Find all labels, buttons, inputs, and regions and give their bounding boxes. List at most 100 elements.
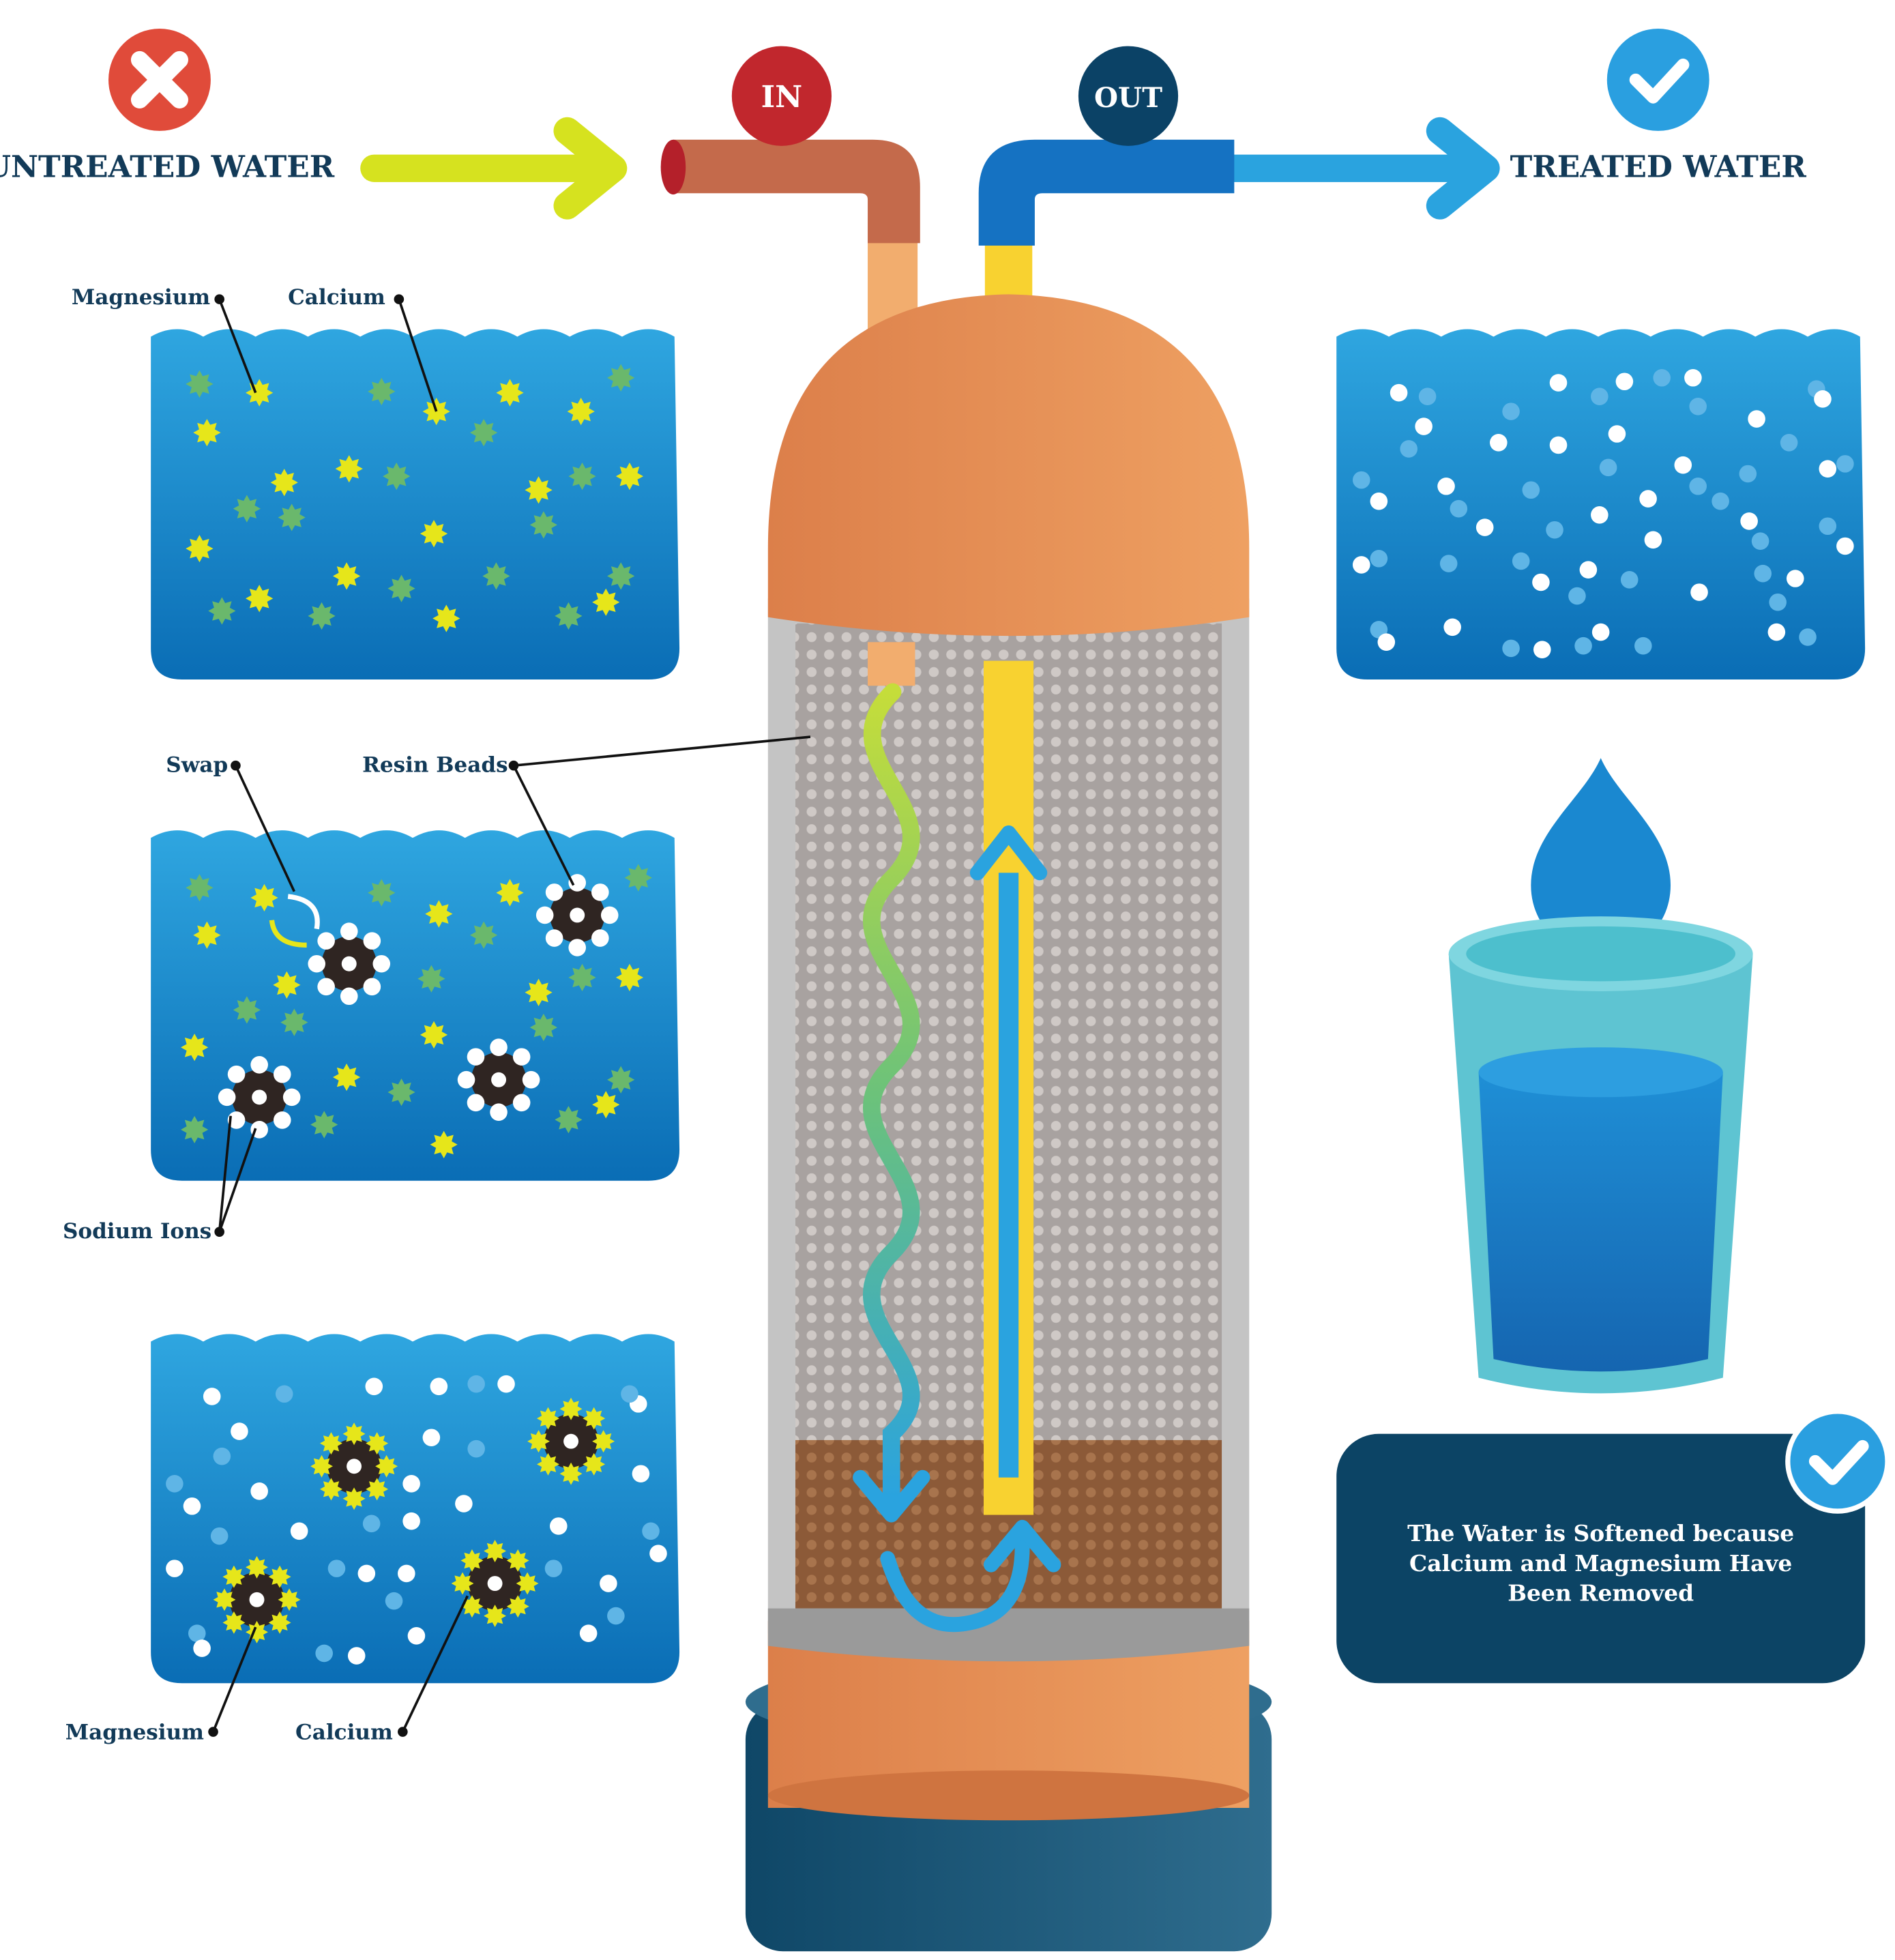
calcium-ion — [186, 535, 214, 563]
sodium-ion — [591, 883, 609, 901]
clean-particle — [1740, 512, 1758, 530]
clean-particle — [1814, 390, 1832, 408]
calcium-ion — [525, 978, 553, 1006]
calcium-ion — [425, 900, 453, 928]
dissolved-particle — [1568, 587, 1586, 605]
sodium-ion — [365, 1377, 383, 1396]
clean-particle — [1415, 418, 1433, 435]
dissolved-particle — [642, 1522, 660, 1540]
calcium-ion — [422, 398, 450, 426]
dissolved-particle — [1352, 471, 1370, 489]
captured-ion — [366, 1432, 389, 1455]
calcium-ion — [615, 463, 644, 491]
sodium-ion — [568, 874, 586, 892]
calcium-ion — [567, 398, 595, 426]
dissolved-particle — [188, 1624, 206, 1642]
dissolved-particle — [1574, 637, 1592, 655]
calcium-ion — [270, 469, 298, 497]
out-label: OUT — [1094, 82, 1162, 114]
dissolved-particle — [1819, 517, 1837, 536]
captured-ion — [375, 1454, 398, 1478]
clean-particle — [1377, 633, 1396, 652]
sodium-ion — [218, 1088, 236, 1107]
magnesium-label: Magnesium — [72, 285, 210, 310]
clean-particle — [1549, 436, 1568, 454]
dissolved-particle — [607, 1607, 625, 1625]
resin-bead-core — [341, 956, 357, 971]
out-badge — [1078, 46, 1179, 146]
in-label: IN — [761, 80, 803, 115]
calcium-ion — [432, 604, 460, 632]
magnesium-ion — [308, 602, 336, 630]
sodium-ions-label: Sodium Ions — [63, 1219, 211, 1244]
dissolved-particle — [1689, 477, 1707, 495]
magnesium-ion — [368, 879, 396, 907]
captured-ion — [213, 1588, 236, 1611]
captured-ion — [506, 1549, 529, 1572]
captured-ion — [516, 1572, 539, 1595]
sodium-ion — [402, 1475, 420, 1493]
magnesium-ion — [181, 1115, 209, 1143]
dissolved-particle — [1754, 564, 1772, 583]
magnesium-ion — [233, 996, 261, 1024]
calcium-ion — [592, 1091, 620, 1119]
captured-ion — [246, 1555, 268, 1579]
calcium-ion — [592, 588, 620, 616]
clean-particle — [1549, 374, 1568, 392]
calcium-label-bottom: Calcium — [295, 1721, 393, 1745]
water-drop-icon — [1531, 758, 1671, 955]
sodium-ion — [250, 1055, 268, 1074]
captured-ion — [319, 1432, 342, 1455]
captured-ion — [527, 1430, 550, 1453]
resin-bead-core — [249, 1592, 265, 1607]
sodium-ion — [579, 1624, 598, 1642]
magnesium-ion — [568, 963, 596, 991]
sodium-ion — [372, 954, 391, 973]
dissolved-particle — [166, 1475, 183, 1493]
sodium-ion — [490, 1103, 508, 1122]
calcium-ion — [332, 1063, 361, 1092]
inflow-coil — [862, 683, 920, 1505]
sodium-ion — [591, 929, 609, 947]
dissolved-particle — [315, 1644, 333, 1663]
sodium-ion — [497, 1375, 515, 1393]
check-icon — [1785, 1409, 1890, 1514]
magnesium-ion — [310, 1111, 338, 1139]
dissolved-particle — [1591, 387, 1608, 405]
clean-particle — [1836, 537, 1854, 555]
magnesium-ion — [529, 1013, 557, 1042]
sodium-ion — [632, 1465, 650, 1483]
captured-ion — [559, 1397, 583, 1420]
sodium-ion — [282, 1088, 301, 1107]
sodium-ion — [545, 883, 563, 901]
dissolved-particle — [213, 1447, 231, 1465]
sodium-ion — [398, 1564, 415, 1583]
clean-particle — [1674, 456, 1692, 474]
sodium-ion — [308, 954, 326, 973]
calcium-label: Calcium — [288, 285, 385, 310]
captured-ion — [268, 1565, 291, 1588]
treated-header: TREATED WATER — [1220, 29, 1807, 220]
dissolved-particle — [1522, 481, 1540, 499]
sodium-ion — [227, 1111, 246, 1129]
magnesium-ion — [607, 562, 635, 590]
magnesium-ion — [233, 495, 261, 523]
clean-particle — [1819, 460, 1837, 478]
dissolved-particle — [467, 1439, 485, 1458]
clean-particle — [1608, 425, 1626, 443]
softener-tank — [745, 294, 1272, 1952]
sodium-ion — [357, 1564, 376, 1583]
captured-ion — [342, 1487, 366, 1510]
magnesium-ion — [383, 463, 411, 491]
magnesium-ion — [470, 419, 498, 447]
dissolved-particle — [1502, 639, 1520, 658]
bottom-flow-turn — [880, 1538, 1030, 1633]
tank-dome — [767, 294, 1250, 637]
clean-particle — [1443, 618, 1461, 637]
resin-bead-core — [491, 1072, 507, 1087]
sodium-ion — [467, 1094, 485, 1112]
magnesium-ion — [529, 511, 557, 539]
treated-water-label: TREATED WATER — [1510, 150, 1807, 185]
sodium-ion — [227, 1065, 246, 1083]
clean-particle — [1437, 477, 1455, 495]
